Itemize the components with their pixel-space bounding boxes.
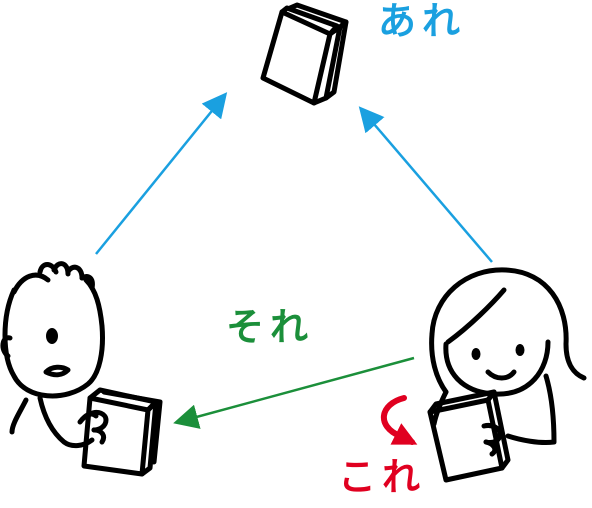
boy-figure-icon (0, 261, 109, 449)
girl-figure-icon (429, 267, 587, 457)
girl-book-icon (427, 389, 511, 483)
label-are: あれ (378, 0, 467, 43)
distant-book-icon (260, 2, 349, 106)
arrow-girl-to-kore (380, 395, 418, 445)
boy-book-icon (81, 387, 163, 477)
arrow-girl-to-are (358, 106, 493, 263)
label-kore: これ (338, 455, 427, 499)
arrow-boy-to-are (95, 92, 228, 255)
arrow-girl-to-sore (173, 356, 415, 429)
label-sore: それ (226, 305, 315, 349)
